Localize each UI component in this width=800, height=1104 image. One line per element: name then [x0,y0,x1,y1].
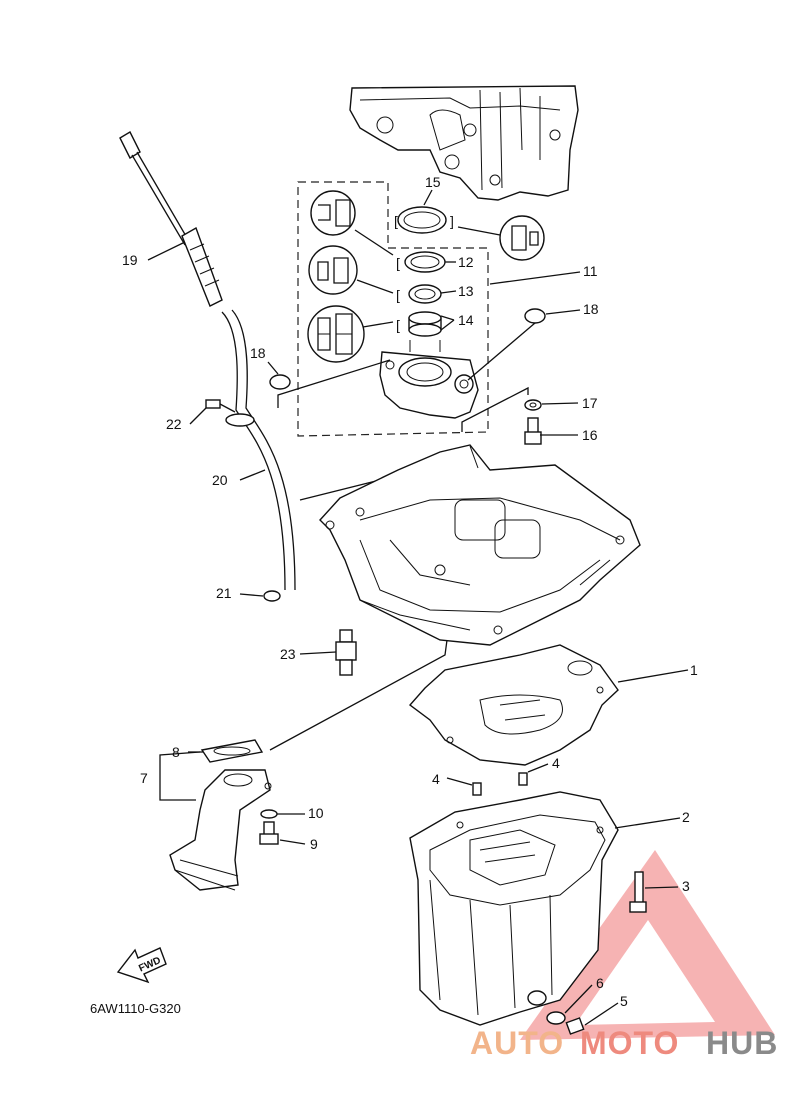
seal-detail-bubbles [307,190,545,363]
fitting-23 [335,629,357,676]
drain-plug-6 [546,1011,566,1025]
bolt-9 [259,821,279,845]
dipstick [119,131,223,307]
callout-19: 19 [122,252,138,268]
pan-drain-boss [527,990,547,1006]
cylinder-block-fragment [349,85,579,201]
callout-9: 9 [310,836,318,852]
watermark-auto: AUTO [470,1025,564,1061]
callout-leaders [147,189,689,1026]
callout-17: 17 [582,395,598,411]
washer-10 [260,809,278,819]
callout-23: 23 [280,646,296,662]
seal-housing [379,340,479,419]
dipstick-guide-tube [221,309,296,602]
callout-22: 22 [166,416,182,432]
svg-text:[: [ [396,255,400,271]
watermark-logo [520,850,775,1040]
oil-seals: [] [ [ [ [394,206,454,337]
callout-14: 14 [458,312,474,328]
gasket-1 [408,644,619,766]
callout-4-left: 4 [432,771,440,787]
callout-12: 12 [458,254,474,270]
dowel-4-right [518,772,528,786]
bolt-3 [629,871,647,913]
oil-pan [409,791,619,1026]
callout-18-right: 18 [583,301,599,317]
svg-text:]: ] [450,213,454,229]
watermark-text: AUTO MOTO HUB [470,1025,778,1061]
fwd-arrow-icon: FWD [116,947,167,984]
callout-5: 5 [620,993,628,1009]
bolt-22 [205,399,236,413]
exhaust-guide-plate [319,444,641,646]
callout-21: 21 [216,585,232,601]
callout-10: 10 [308,805,324,821]
callout-3: 3 [682,878,690,894]
strainer-gasket-8 [200,739,264,763]
washer-17 [524,399,542,411]
drain-screw-5 [565,1017,585,1035]
callout-6: 6 [596,975,604,991]
bolt-16 [524,417,542,445]
o-ring-18-left [269,374,291,390]
callout-7: 7 [140,770,148,786]
svg-text:[: [ [396,317,400,333]
callout-1: 1 [690,662,698,678]
watermark-hub: HUB [706,1025,778,1061]
o-ring-18-right [524,308,546,324]
watermark-moto: MOTO [580,1025,679,1061]
diagram-code: 6AW1110-G320 [90,1001,181,1016]
callout-13: 13 [458,283,474,299]
callout-15: 15 [425,174,441,190]
callout-16: 16 [582,427,598,443]
svg-text:[: [ [394,213,398,229]
oil-strainer [169,769,272,891]
callout-8: 8 [172,744,180,760]
callout-2: 2 [682,809,690,825]
seal-assembly-group-box [297,181,489,437]
o-ring-21 [263,590,281,602]
callout-numbers: 1 2 3 4 4 5 6 7 8 9 10 11 12 13 14 15 16… [122,174,698,1009]
callout-4-right: 4 [552,755,560,771]
callout-20: 20 [212,472,228,488]
svg-text:[: [ [396,287,400,303]
callout-11: 11 [583,263,598,279]
dowel-4-left [472,782,482,796]
callout-18-left: 18 [250,345,266,361]
